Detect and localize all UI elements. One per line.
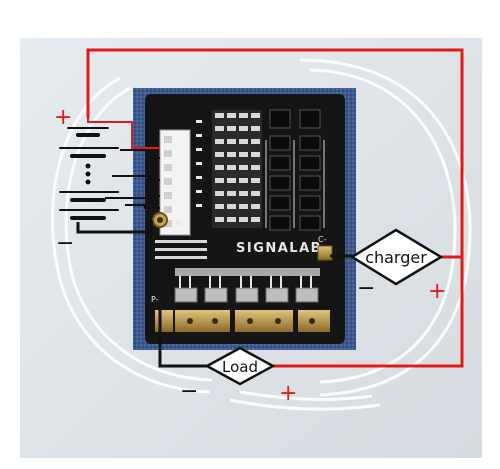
charger-node: charger <box>349 228 444 286</box>
load-node: Load <box>204 346 276 386</box>
gold-solder-pads <box>155 310 330 332</box>
resistor-array <box>212 110 262 228</box>
ic-chip-array <box>269 109 321 231</box>
load-minus-sign: − <box>180 379 198 404</box>
positive-main-wire <box>86 48 464 259</box>
charger-plus-sign: + <box>428 279 446 304</box>
charger-minus-sign: − <box>357 276 375 301</box>
charger-diamond <box>349 228 444 286</box>
pad-p-minus-label: P- <box>151 295 159 304</box>
load-plus-sign: + <box>279 381 297 406</box>
positive-load-wire <box>272 257 464 368</box>
load-label: Load <box>222 358 258 376</box>
mosfet-row <box>174 268 320 303</box>
smd-components <box>196 120 202 207</box>
chip-pins <box>265 140 325 228</box>
load-negative-wire <box>158 308 208 368</box>
white-cable-loops <box>51 58 472 411</box>
balance-leads <box>105 149 160 209</box>
battery-minus-sign: − <box>56 231 74 256</box>
battery-plus-sign: + <box>54 105 72 130</box>
balance-positive-lead <box>87 118 160 149</box>
pad-c-minus <box>317 245 333 261</box>
pad-b-minus-label: B- <box>176 219 184 228</box>
pad-c-minus-label: C- <box>318 235 327 244</box>
battery-symbol <box>59 127 119 220</box>
charger-label: charger <box>365 248 427 267</box>
striped-components <box>155 240 207 259</box>
battery-negative-wire <box>76 220 153 234</box>
brand-label: SIGNALAB <box>236 241 322 256</box>
load-diamond <box>204 346 276 386</box>
